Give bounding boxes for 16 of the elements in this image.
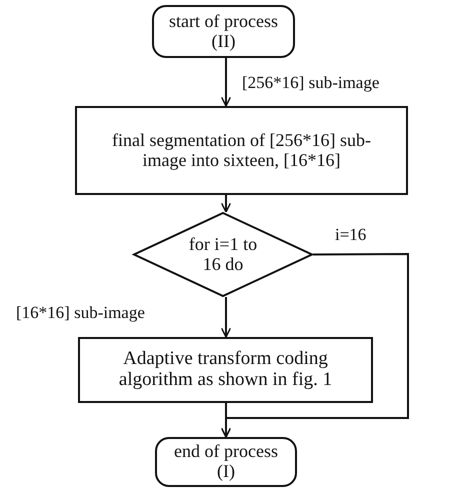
edge-label: [256*16] sub-image: [240, 74, 382, 93]
terminal-box: [152, 5, 295, 58]
edge-label: [16*16] sub-image: [14, 304, 147, 323]
node-text: Adaptive transform coding algorithm as shown in fig. 1: [118, 349, 334, 391]
terminal-box: [155, 437, 297, 487]
node-text: for i=1 to 16 do: [188, 234, 258, 274]
arrow: [220, 403, 232, 438]
arrow: [220, 297, 232, 338]
process-box: [75, 106, 408, 195]
node-text: final segmentation of [256*16] sub-image into sixteen, [16*16]: [111, 130, 372, 170]
node-text: end of process (I): [173, 442, 279, 482]
process-box: [78, 337, 373, 403]
arrow: [220, 195, 232, 213]
node-text: start of process (II): [168, 12, 279, 52]
arrow: [220, 58, 232, 107]
decision-diamond: [133, 212, 313, 297]
